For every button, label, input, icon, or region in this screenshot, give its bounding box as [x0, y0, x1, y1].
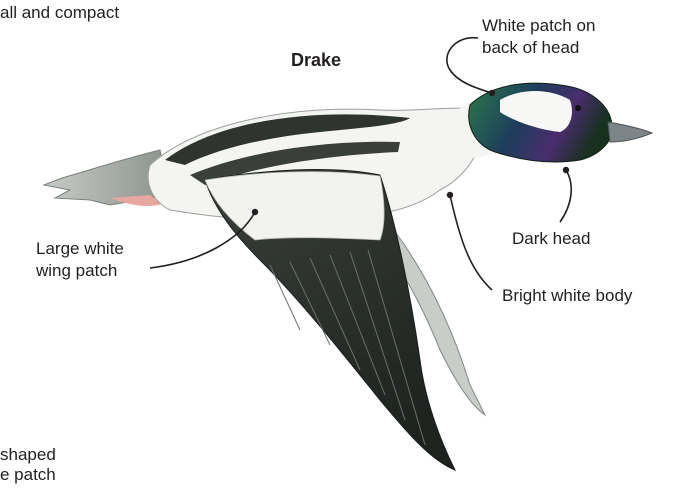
label-bottom-left-line1: shaped: [0, 444, 56, 465]
wing-white-patch: [205, 172, 384, 240]
bill: [608, 122, 652, 142]
label-head-patch-line2: back of head: [482, 37, 579, 58]
label-white-body: Bright white body: [502, 285, 632, 306]
eye: [575, 105, 581, 111]
label-wing-patch-line1: Large white: [36, 238, 124, 259]
label-dark-head: Dark head: [512, 228, 590, 249]
title-drake: Drake: [291, 50, 341, 71]
label-top-left-fragment: all and compact: [0, 2, 119, 23]
label-bottom-left-line2: e patch: [0, 464, 56, 485]
label-wing-patch-line2: wing patch: [36, 260, 117, 281]
label-head-patch-line1: White patch on: [482, 15, 595, 36]
